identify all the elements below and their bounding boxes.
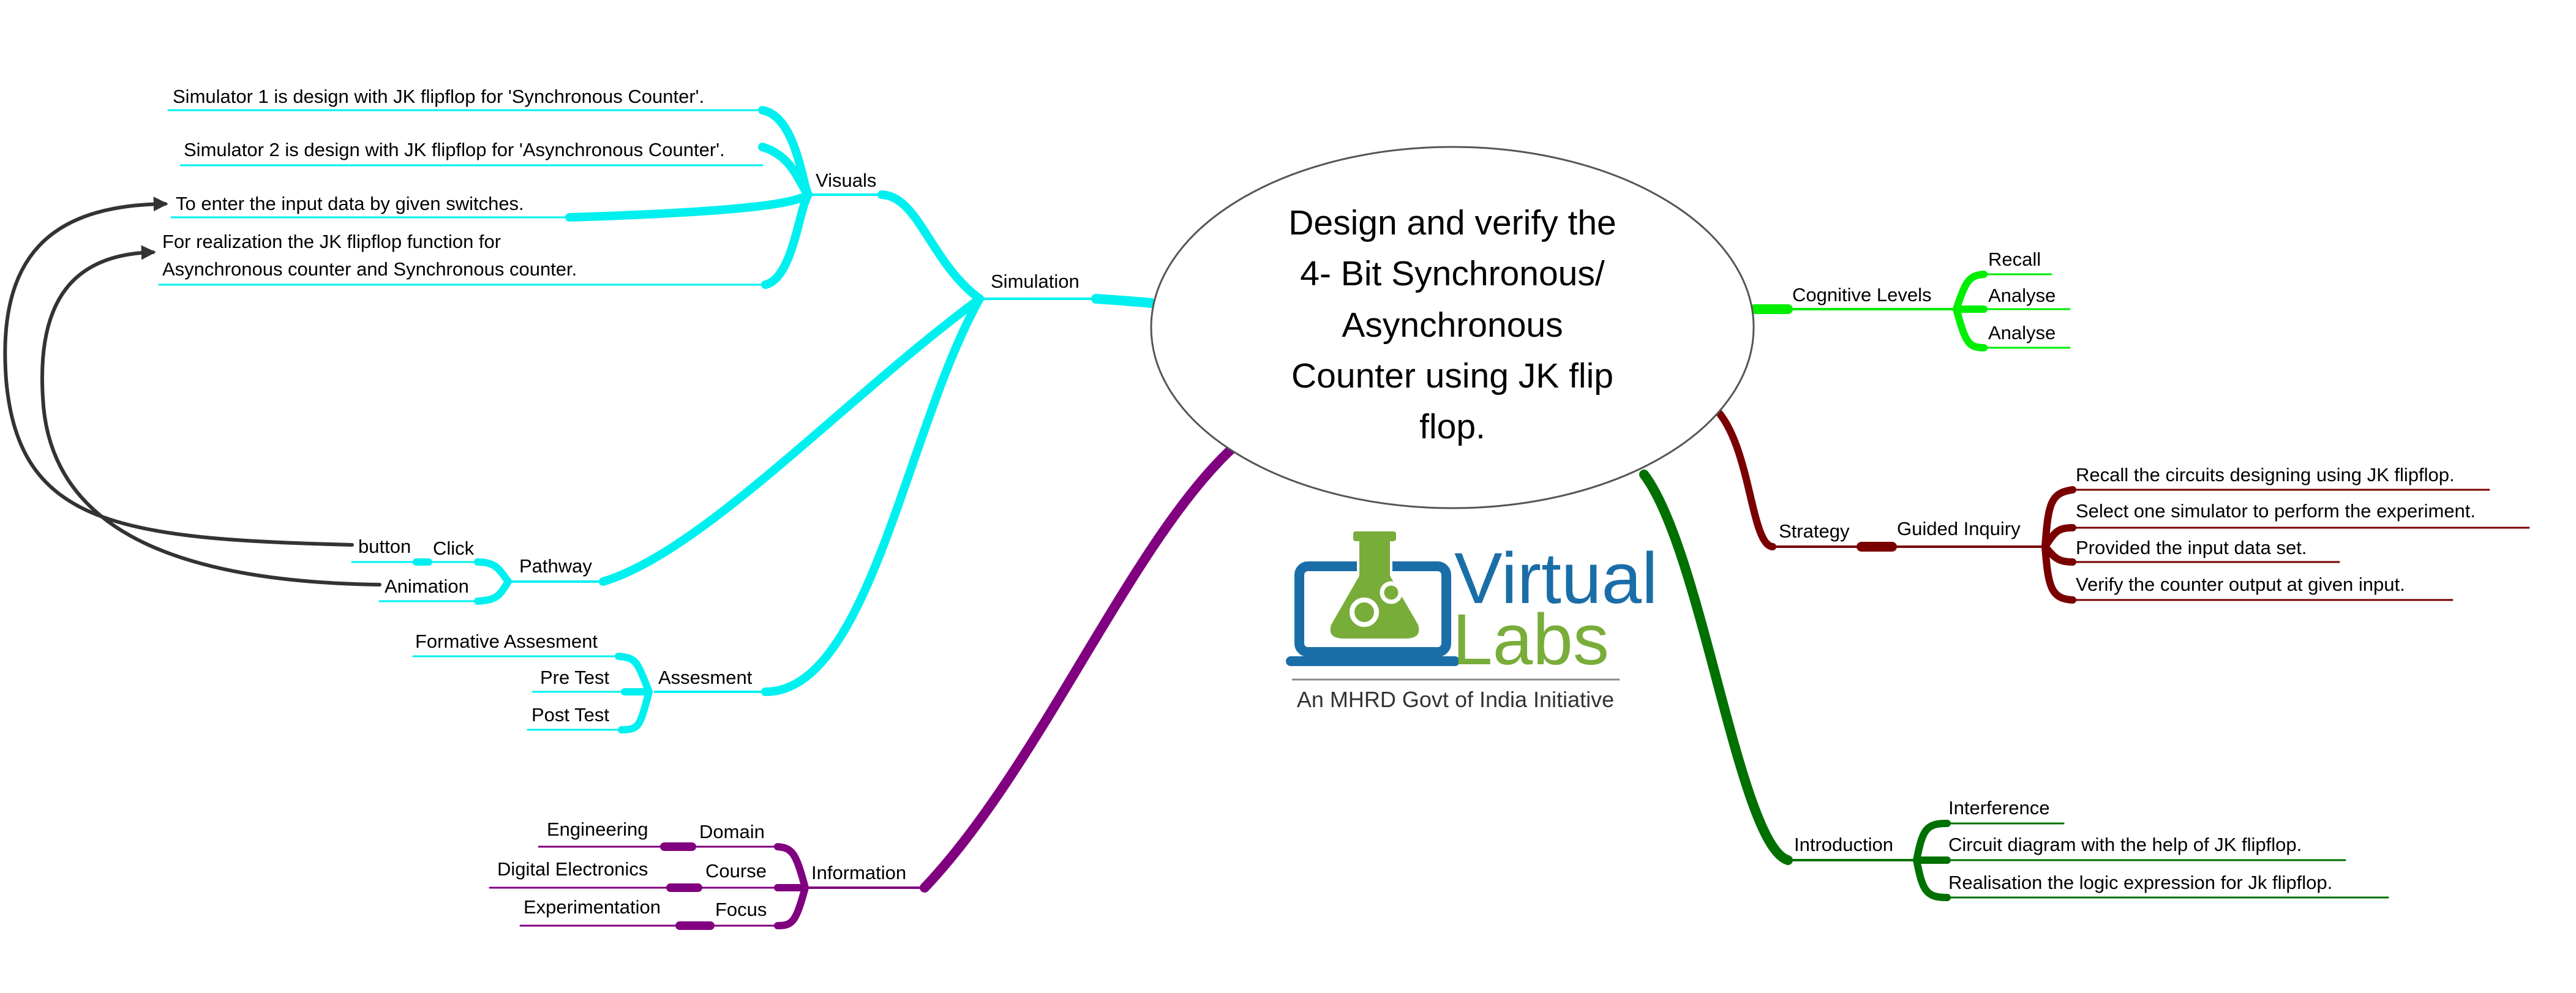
flask-gears-monitor-icon: [1286, 531, 1460, 666]
simulation-branch: [158, 106, 1156, 733]
information-domain-value[interactable]: Engineering: [547, 819, 648, 840]
introduction-label[interactable]: Introduction: [1794, 834, 1893, 855]
feedback-arrows: [3, 197, 381, 586]
assesment-brace: [615, 653, 653, 733]
logo-tagline: An MHRD Govt of India Initiative: [1297, 687, 1614, 712]
center-ellipse: [1150, 146, 1755, 509]
center-title-line1: Design and verify the: [1288, 203, 1616, 242]
visuals-brace: [565, 106, 813, 289]
center-node[interactable]: Design and verify the 4- Bit Synchronous…: [1150, 146, 1755, 509]
simulation-label[interactable]: Simulation: [991, 271, 1080, 292]
introduction-brace: [1913, 820, 1951, 901]
information-course-key[interactable]: Course: [705, 860, 767, 882]
visuals-item-1[interactable]: Simulator 1 is design with JK flipflop f…: [173, 86, 704, 107]
center-to-introduction-connector: [1639, 470, 1793, 865]
virtual-labs-logo: Virtual Labs An MHRD Govt of India Initi…: [1286, 531, 1658, 712]
logo-word-virtual: Virtual: [1454, 538, 1658, 619]
introduction-item-3[interactable]: Realisation the logic expression for Jk …: [1948, 872, 2332, 893]
visuals-label[interactable]: Visuals: [816, 170, 876, 191]
simulation-to-pathway-connector: [599, 294, 984, 586]
guided-inquiry-label[interactable]: Guided Inquiry: [1897, 518, 2021, 539]
pathway-animation[interactable]: Animation: [385, 575, 469, 597]
assesment-item-posttest[interactable]: Post Test: [531, 704, 609, 725]
strategy-item-3[interactable]: Provided the input data set.: [2076, 537, 2307, 558]
information-label[interactable]: Information: [811, 862, 906, 883]
cognitive-label[interactable]: Cognitive Levels: [1792, 284, 1931, 305]
center-title-line5: flop.: [1419, 407, 1485, 446]
simulation-to-visuals-connector: [877, 190, 984, 303]
logo-word-labs: Labs: [1452, 599, 1609, 680]
introduction-item-2[interactable]: Circuit diagram with the help of JK flip…: [1948, 834, 2302, 855]
cognitive-item-analyse-2[interactable]: Analyse: [1988, 322, 2056, 343]
information-brace: [774, 843, 809, 929]
visuals-item-4b[interactable]: Asynchronous counter and Synchronous cou…: [162, 258, 577, 280]
strategy-label[interactable]: Strategy: [1779, 520, 1850, 542]
center-to-strategy-connector: [1716, 410, 1776, 550]
strategy-item-4[interactable]: Verify the counter output at given input…: [2076, 574, 2405, 595]
visuals-item-4a[interactable]: For realization the JK flipflop function…: [162, 231, 501, 252]
strategy-branch: [1716, 410, 2530, 604]
assesment-item-formative[interactable]: Formative Assesment: [415, 631, 598, 652]
introduction-branch: [1639, 470, 2389, 901]
information-focus-value[interactable]: Experimentation: [524, 896, 661, 918]
assesment-label[interactable]: Assesment: [658, 667, 753, 688]
assesment-item-pretest[interactable]: Pre Test: [540, 667, 610, 688]
animation-to-realization-arrow: [40, 245, 381, 586]
center-title-line4: Counter using JK flip: [1291, 356, 1613, 395]
strategy-item-2[interactable]: Select one simulator to perform the expe…: [2076, 500, 2476, 522]
information-course-value[interactable]: Digital Electronics: [497, 858, 648, 880]
center-title-line2: 4- Bit Synchronous/: [1300, 254, 1605, 293]
visuals-item-3[interactable]: To enter the input data by given switche…: [176, 193, 524, 214]
center-to-simulation-connector: [1091, 294, 1156, 308]
pathway-click[interactable]: Click: [433, 538, 475, 559]
introduction-item-1[interactable]: Interference: [1948, 797, 2049, 819]
pathway-brace: [474, 558, 512, 605]
visuals-item-2[interactable]: Simulator 2 is design with JK flipflop f…: [184, 139, 725, 160]
simulation-to-assesment-connector: [761, 294, 984, 696]
cognitive-branch: [1749, 271, 2071, 351]
strategy-brace: [2041, 486, 2076, 604]
cognitive-item-analyse-1[interactable]: Analyse: [1988, 285, 2056, 306]
pathway-label[interactable]: Pathway: [519, 555, 592, 577]
information-branch: [489, 442, 1239, 930]
information-domain-key[interactable]: Domain: [699, 821, 765, 842]
center-to-information-connector: [920, 442, 1239, 893]
button-to-input-arrow: [3, 197, 354, 547]
information-focus-key[interactable]: Focus: [715, 899, 767, 920]
strategy-item-1[interactable]: Recall the circuits designing using JK f…: [2076, 464, 2455, 485]
cognitive-item-recall[interactable]: Recall: [1988, 249, 2041, 270]
pathway-button[interactable]: button: [358, 536, 411, 557]
center-title-line3: Asynchronous: [1342, 305, 1563, 345]
cognitive-brace: [1953, 271, 1988, 351]
